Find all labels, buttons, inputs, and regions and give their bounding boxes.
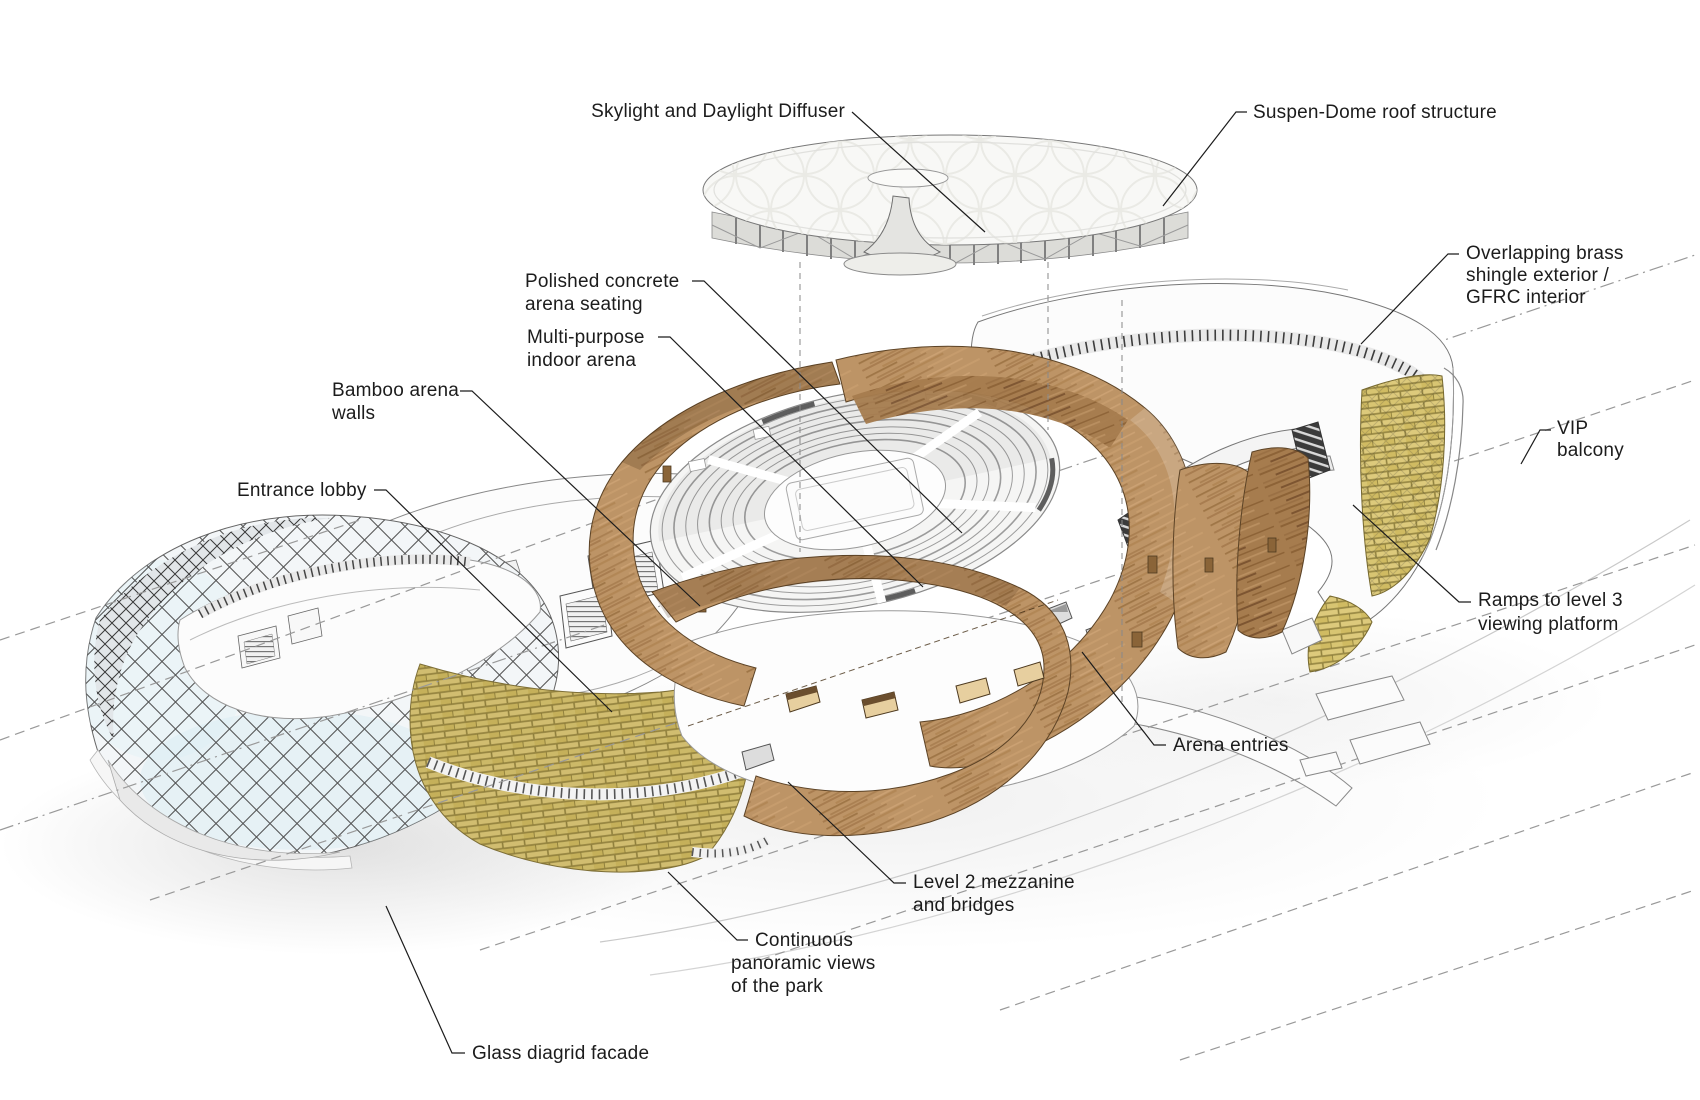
label-panoramic-1: Continuous — [755, 930, 853, 951]
label-level2-2: and bridges — [913, 895, 1015, 916]
label-multipurpose-1: Multi-purpose — [527, 327, 645, 348]
leader-brass — [1360, 253, 1459, 345]
vip-balcony-panel — [1359, 374, 1446, 597]
label-brass-2: shingle exterior / — [1466, 265, 1610, 286]
vertical-drop-guides — [799, 262, 1123, 702]
suspen-dome-roof — [702, 134, 1198, 276]
leader-arena-entries — [1081, 651, 1166, 746]
label-level2-1: Level 2 mezzanine — [913, 872, 1075, 893]
leader-polished — [692, 280, 963, 534]
leader-multipurpose — [658, 336, 924, 588]
label-bamboo-1: Bamboo arena — [332, 380, 459, 401]
arena-seating-bowl — [649, 387, 1061, 613]
leader-suspendome — [1162, 111, 1247, 207]
ground-plane-outline — [599, 519, 1696, 976]
label-panoramic-3: of the park — [731, 976, 823, 997]
leader-entrance — [374, 489, 613, 713]
label-vip-2: balcony — [1557, 440, 1624, 461]
leader-glass — [385, 905, 465, 1054]
label-arena-entries: Arena entries — [1173, 735, 1289, 756]
leader-ramps — [1352, 504, 1471, 603]
leader-lines — [374, 111, 1551, 1054]
label-brass-1: Overlapping brass — [1466, 243, 1624, 264]
skylight-diffuser — [843, 168, 957, 276]
leader-bamboo — [460, 390, 701, 607]
label-polished-2: arena seating — [525, 294, 643, 315]
label-suspendome: Suspen-Dome roof structure — [1253, 102, 1497, 123]
label-multipurpose-2: indoor arena — [527, 350, 636, 371]
label-ramps-2: viewing platform — [1478, 614, 1618, 635]
dome-interior-floor — [177, 554, 541, 719]
leader-level2 — [787, 781, 906, 884]
labels: Skylight and Daylight Diffuser Suspen-Do… — [237, 101, 1624, 1064]
arena-entry-openings — [785, 661, 1045, 719]
label-brass-3: GFRC interior — [1466, 287, 1586, 308]
label-ramps-1: Ramps to level 3 — [1478, 590, 1623, 611]
leader-skylight — [851, 111, 986, 233]
label-vip-1: VIP — [1557, 418, 1588, 439]
brass-shingle-facade — [409, 663, 771, 873]
bridge-plates — [1299, 675, 1431, 777]
bamboo-arena-walls — [588, 345, 1311, 837]
label-entrance: Entrance lobby — [237, 480, 367, 501]
leader-vip — [1520, 429, 1551, 465]
label-skylight: Skylight and Daylight Diffuser — [591, 101, 845, 122]
label-glass: Glass diagrid facade — [472, 1043, 649, 1064]
label-panoramic-2: panoramic views — [731, 953, 876, 974]
leader-panoramic — [667, 871, 748, 941]
label-polished-1: Polished concrete — [525, 271, 679, 292]
label-bamboo-2: walls — [331, 403, 375, 424]
